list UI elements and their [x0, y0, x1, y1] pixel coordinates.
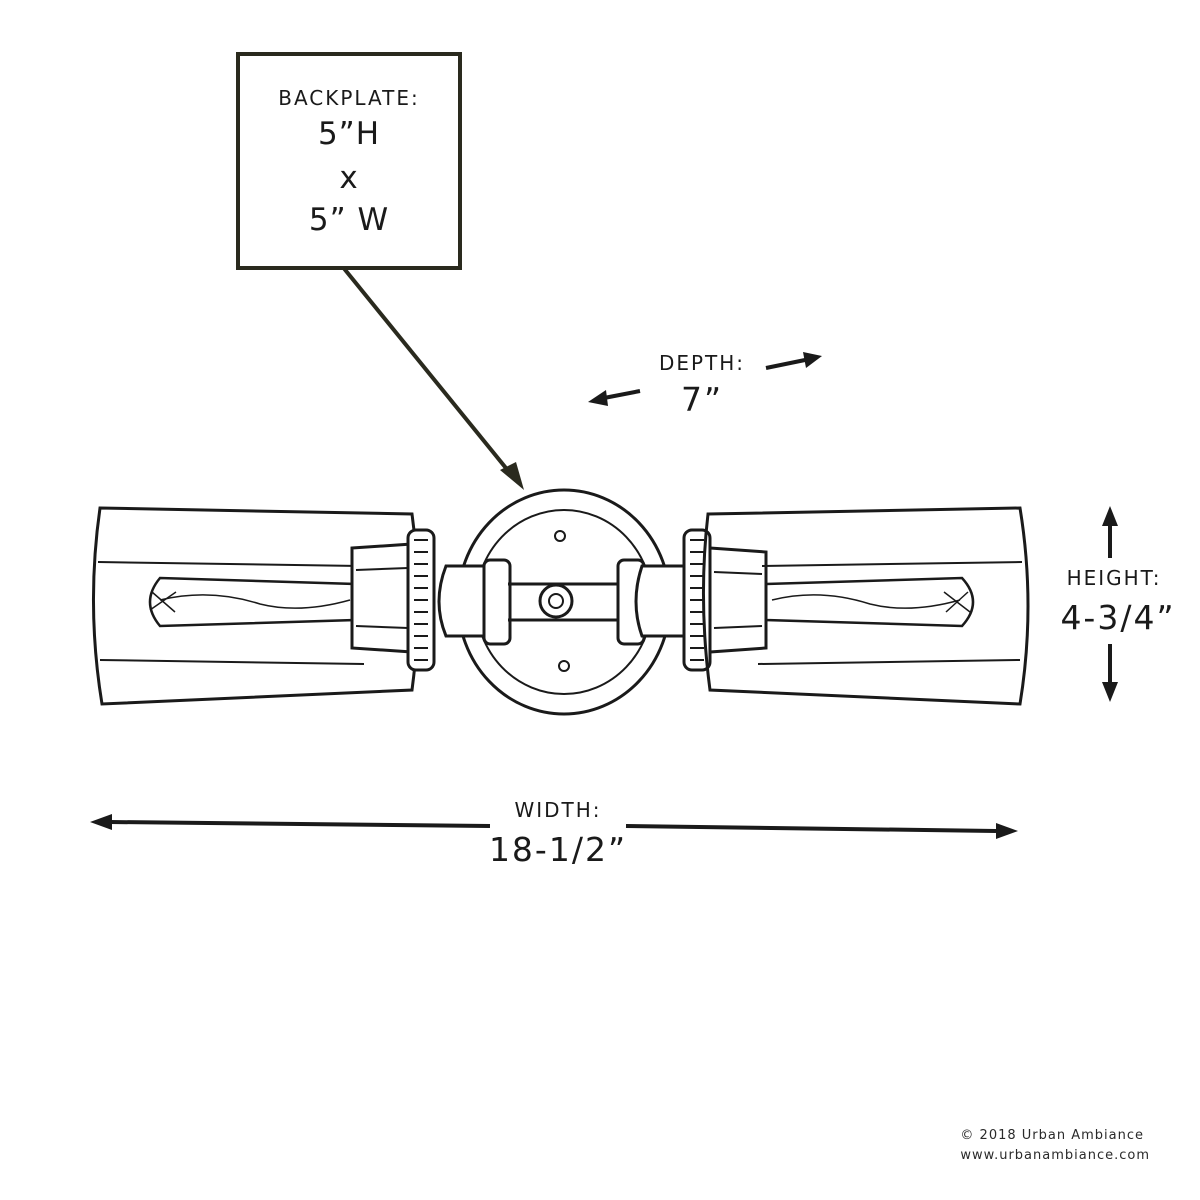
height-label: HEIGHT: [1066, 566, 1162, 590]
right-shade [701, 506, 1030, 706]
callout-pointer [340, 264, 524, 490]
website-text: www.urbanambiance.com [960, 1148, 1150, 1163]
center-arm [437, 558, 695, 646]
backplate-height: 5”H [317, 116, 381, 152]
depth-label: DEPTH: [658, 351, 746, 375]
width-value: 18-1/2” [488, 830, 628, 869]
width-arrows [90, 814, 1018, 839]
left-socket [350, 528, 436, 672]
width-label: WIDTH: [514, 798, 602, 822]
height-arrows [1102, 506, 1118, 702]
backplate-callout: BACKPLATE: 5”H x 5” W [236, 52, 462, 270]
depth-value: 7” [680, 380, 724, 419]
backplate-times: x [339, 160, 359, 196]
height-value: 4-3/4” [1060, 598, 1176, 637]
depth-arrows [588, 352, 822, 406]
copyright-text: © 2018 Urban Ambiance [960, 1128, 1144, 1143]
backplate-width: 5” W [308, 202, 390, 238]
backplate-title: BACKPLATE: [278, 86, 420, 110]
right-socket [682, 528, 768, 672]
